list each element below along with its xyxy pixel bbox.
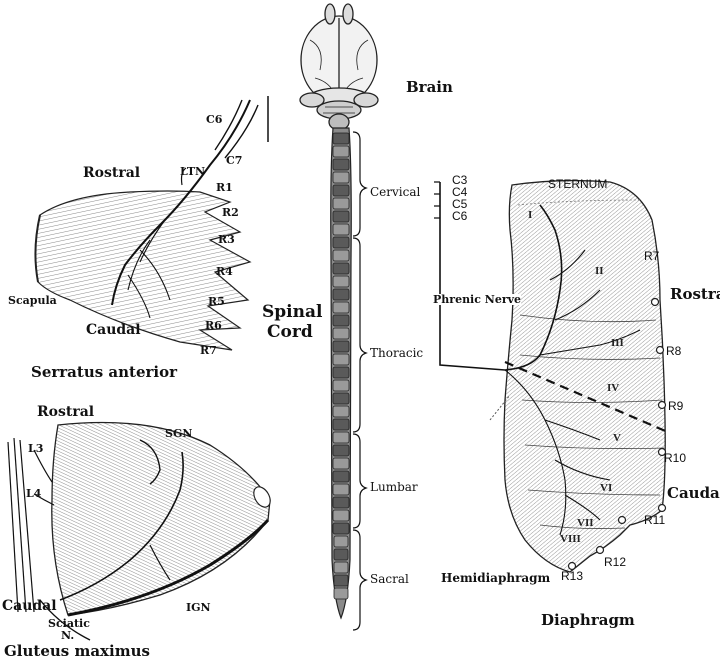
diaphragm-root-c4: C4 — [452, 185, 468, 199]
serratus-r5: R5 — [208, 295, 225, 308]
cord-segment — [332, 171, 350, 184]
cord-segment — [332, 379, 350, 392]
region-thoracic: Thoracic — [370, 346, 424, 360]
region-sacral: Sacral — [370, 572, 409, 586]
serratus-drawing — [34, 96, 269, 351]
diaphragm-r11: R11 — [644, 513, 666, 527]
cord-segment — [332, 496, 350, 509]
segment-6: VI — [600, 482, 613, 494]
segment-7: VII — [577, 517, 594, 529]
serratus-r4: R4 — [216, 265, 233, 278]
cord-segment — [333, 548, 349, 561]
serratus-c7: C7 — [226, 154, 243, 167]
gluteus-rostral: Rostral — [37, 404, 95, 420]
cord-segment — [333, 535, 349, 548]
serratus-r6: R6 — [205, 319, 222, 332]
cord-segment — [332, 431, 350, 444]
diaphragm-sternum: STERNUM — [548, 177, 608, 191]
cord-segment — [332, 340, 350, 353]
diaphragm-root-c3: C3 — [452, 173, 468, 187]
serratus-r7: R7 — [200, 344, 217, 357]
cord-segment — [332, 470, 350, 483]
cord-segment — [332, 366, 350, 379]
serratus-ltn: LTN — [180, 165, 206, 178]
cord-segment — [332, 418, 350, 431]
cord-segment — [332, 132, 350, 145]
diaphragm-drawing — [434, 179, 671, 573]
segment-3: III — [611, 337, 624, 349]
spinal-cord-drawing — [330, 127, 368, 631]
diaphragm-title: Diaphragm — [541, 611, 635, 629]
cord-segment — [332, 158, 350, 171]
cord-segment — [333, 574, 349, 587]
cord-segment — [332, 145, 350, 158]
gluteus-sciatic: Sciatic — [48, 617, 90, 630]
cord-segment — [333, 587, 349, 600]
diaphragm-r10: R10 — [664, 451, 687, 465]
brain-drawing — [299, 3, 379, 131]
diaphragm-r12: R12 — [604, 555, 627, 569]
gluteus-sciatic-n: N. — [61, 629, 75, 642]
diaphragm-r9: R9 — [668, 399, 684, 413]
gluteus-l3: L3 — [28, 442, 44, 455]
segment-2: II — [595, 265, 604, 277]
region-lumbar: Lumbar — [370, 480, 418, 494]
cord-segment — [332, 522, 350, 535]
gluteus-drawing — [7, 421, 271, 641]
diaphragm-root-c6: C6 — [452, 209, 468, 223]
cord-segment — [332, 223, 350, 236]
cord-segment — [332, 301, 350, 314]
serratus-r1: R1 — [216, 181, 233, 194]
cord-segment — [332, 288, 350, 301]
cord-segment — [332, 197, 350, 210]
region-cervical: Cervical — [370, 185, 421, 199]
gluteus-l4: L4 — [26, 487, 42, 500]
diaphragm-caudal: Caudal — [667, 484, 720, 502]
diaphragm-rostral: Rostral — [670, 285, 720, 303]
segment-5: V — [613, 432, 621, 444]
serratus-r3: R3 — [218, 233, 235, 246]
diaphragm-hemidiaphragm: Hemidiaphragm — [441, 571, 551, 585]
diaphragm-r13: R13 — [561, 569, 584, 583]
segment-1: I — [528, 209, 533, 221]
diaphragm-r7: R7 — [644, 249, 660, 263]
serratus-c6: C6 — [206, 113, 223, 126]
gluteus-sgn: SGN — [165, 427, 193, 440]
serratus-caudal: Caudal — [86, 322, 141, 338]
cord-segment — [332, 509, 350, 522]
cord-segment — [332, 457, 350, 470]
cord-segment — [332, 444, 350, 457]
gluteus-title: Gluteus maximus — [4, 642, 150, 660]
cord-segment — [332, 210, 350, 223]
gluteus-ign: IGN — [186, 601, 211, 614]
cord-segment — [332, 327, 350, 340]
serratus-r2: R2 — [222, 206, 239, 219]
diaphragm-root-c5: C5 — [452, 197, 468, 211]
cord-segment — [332, 353, 350, 366]
cord-segment — [332, 483, 350, 496]
cord-segment — [332, 405, 350, 418]
cord-segment — [332, 249, 350, 262]
cord-segment — [332, 275, 350, 288]
diaphragm-phrenic: Phrenic Nerve — [433, 293, 522, 306]
serratus-title: Serratus anterior — [31, 363, 178, 381]
gluteus-caudal: Caudal — [2, 598, 57, 614]
segment-4: IV — [607, 382, 620, 394]
segment-8: VIII — [560, 533, 581, 545]
cord-segment — [333, 561, 349, 574]
serratus-rostral: Rostral — [83, 165, 141, 181]
brain-label: Brain — [406, 78, 453, 96]
spinal-label-line1: Spinal — [262, 302, 323, 322]
serratus-scapula: Scapula — [8, 294, 57, 307]
cord-segment — [332, 236, 350, 249]
spinal-label-line2: Cord — [267, 322, 313, 342]
cord-segment — [332, 314, 350, 327]
cord-segment — [332, 184, 350, 197]
diaphragm-r8: R8 — [666, 344, 682, 358]
cord-segment — [332, 392, 350, 405]
cord-segment — [332, 262, 350, 275]
